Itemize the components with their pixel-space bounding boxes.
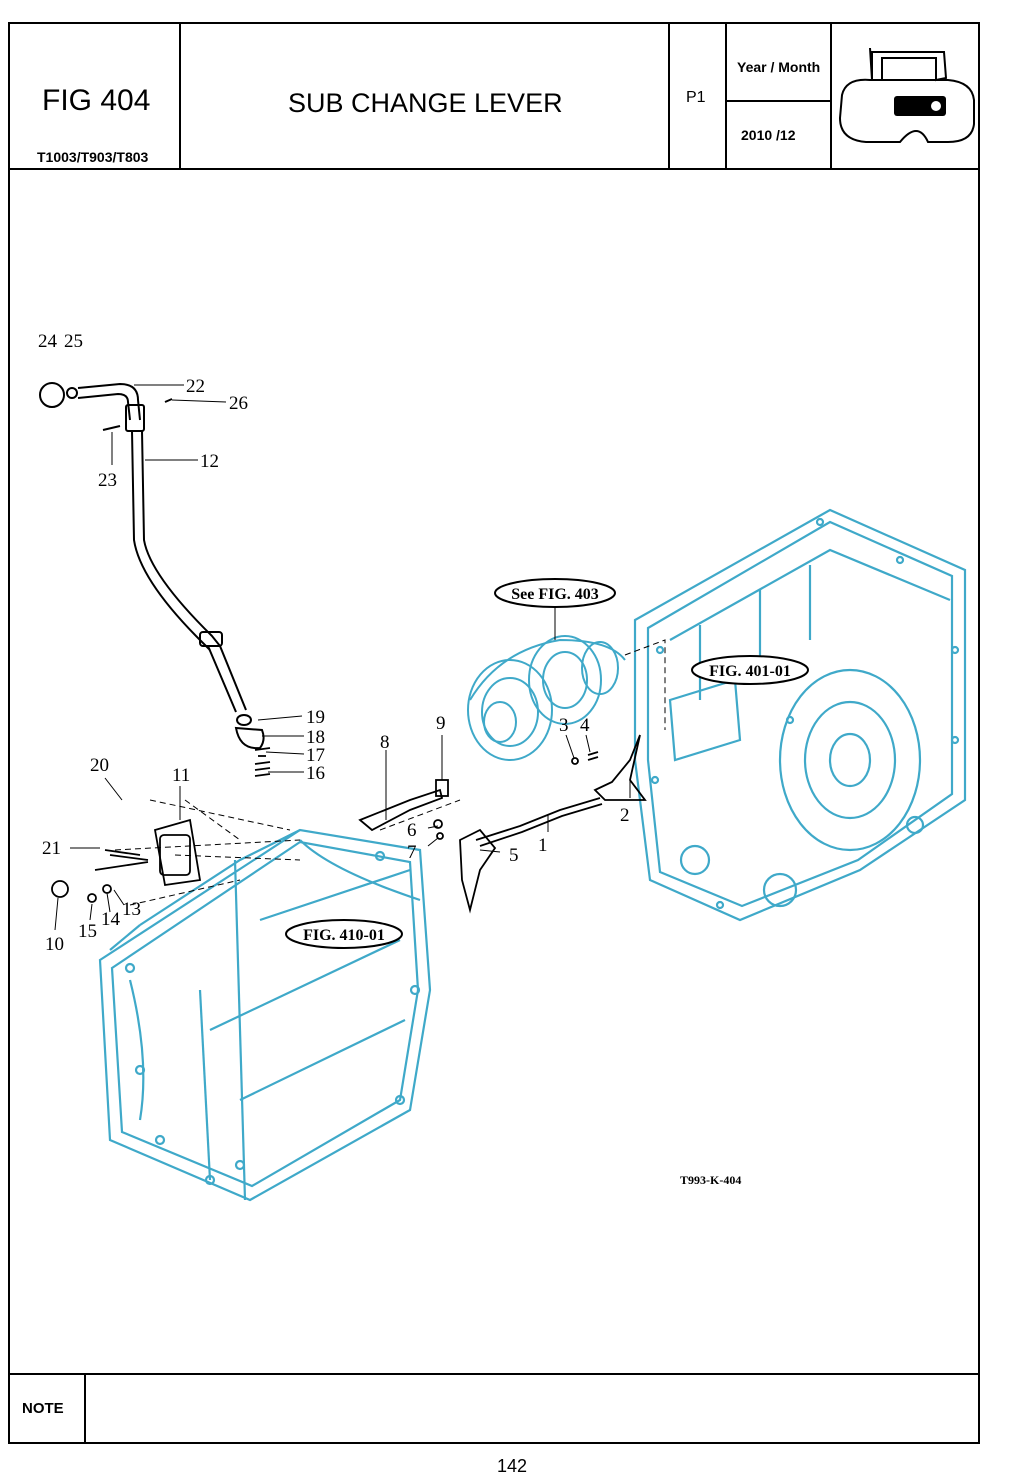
year-month-value: 2010 /12	[741, 127, 796, 143]
callout-24: 24	[38, 331, 58, 352]
callout-3: 3	[559, 715, 569, 736]
callout-19: 19	[306, 707, 325, 728]
callout-8: 8	[380, 732, 390, 753]
callout-4: 4	[580, 715, 590, 736]
callout-15: 15	[78, 921, 97, 942]
drawing-code: T993-K-404	[680, 1173, 741, 1187]
header-col-divider-4	[830, 22, 832, 169]
callout-13: 13	[122, 899, 141, 920]
tractor-silhouette-icon	[838, 47, 975, 143]
header-col-divider-1	[179, 22, 181, 169]
callout-12: 12	[200, 451, 219, 472]
callout-22: 22	[186, 376, 205, 397]
gear-assembly	[467, 635, 626, 761]
callout-26: 26	[229, 393, 248, 414]
sub-change-lever	[39, 382, 265, 750]
page-code: P1	[686, 89, 706, 106]
note-col-divider	[84, 1374, 86, 1444]
year-month-divider	[726, 100, 831, 102]
small-parts	[51, 734, 647, 914]
figref-410-01-label: FIG. 410-01	[303, 927, 385, 944]
figref-401-01[interactable]: FIG. 401-01	[691, 655, 809, 685]
callout-25: 25	[64, 331, 83, 352]
callout-14: 14	[101, 909, 121, 930]
model-list: T1003/T903/T803	[37, 149, 149, 165]
callout-16: 16	[306, 763, 325, 784]
callout-10: 10	[45, 934, 64, 955]
callout-7: 7	[407, 842, 417, 863]
note-divider	[8, 1373, 980, 1375]
callout-17: 17	[306, 745, 325, 766]
callout-6: 6	[407, 820, 417, 841]
header-col-divider-2	[668, 22, 670, 169]
fig-label: FIG 404	[42, 84, 151, 117]
rear-housing	[633, 508, 967, 922]
header-col-divider-3	[725, 22, 727, 169]
page-title: SUB CHANGE LEVER	[288, 88, 563, 118]
callout-20: 20	[90, 755, 109, 776]
page-number: 142	[496, 1456, 528, 1476]
callout-11: 11	[172, 765, 190, 786]
callout-23: 23	[98, 470, 117, 491]
note-label: NOTE	[22, 1400, 64, 1417]
figref-410-01[interactable]: FIG. 410-01	[285, 919, 403, 949]
callout-2: 2	[620, 805, 630, 826]
front-housing	[98, 828, 432, 1202]
header-divider	[8, 168, 980, 170]
figref-403-label: See FIG. 403	[511, 586, 599, 603]
callout-1: 1	[538, 835, 548, 856]
callout-21: 21	[42, 838, 61, 859]
callout-9: 9	[436, 713, 446, 734]
page-frame	[8, 22, 980, 1444]
figref-401-01-label: FIG. 401-01	[709, 663, 791, 680]
callout-18: 18	[306, 727, 325, 748]
figref-403[interactable]: See FIG. 403	[494, 578, 616, 608]
year-month-label: Year / Month	[737, 59, 821, 75]
callout-5: 5	[509, 845, 519, 866]
